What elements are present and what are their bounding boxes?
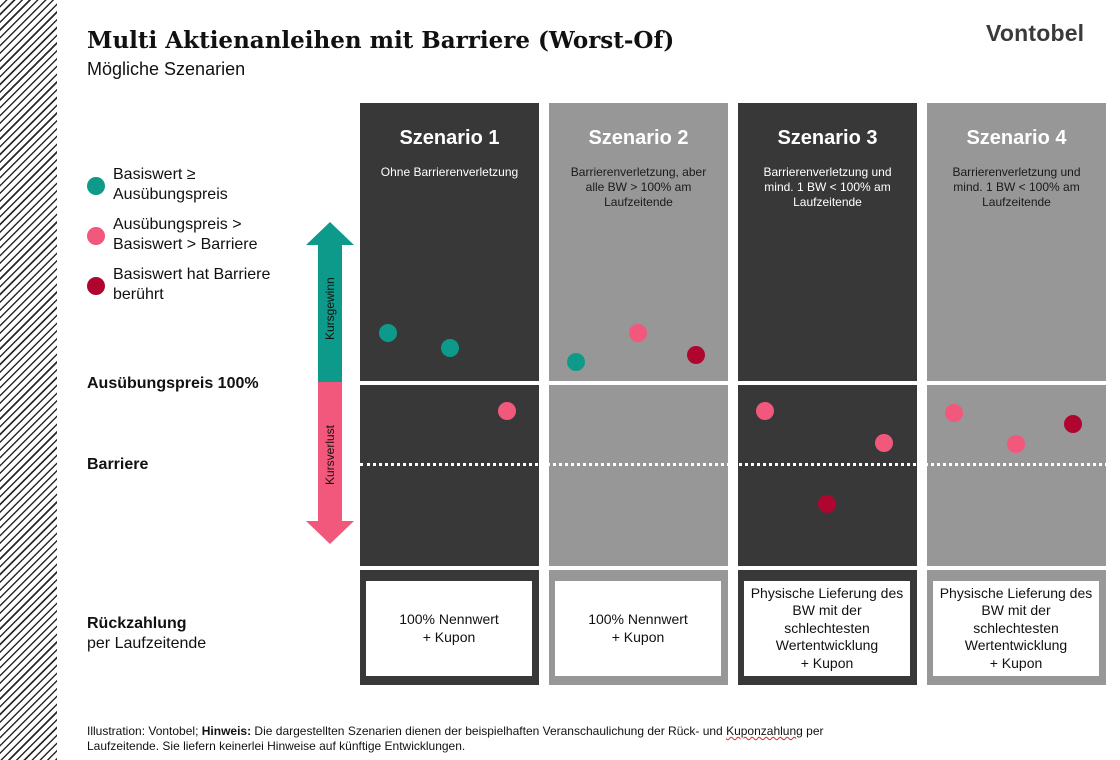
underlying-dot bbox=[875, 434, 893, 452]
legend-label: Basiswert hat Barriere bbox=[113, 266, 271, 283]
legend-label: Ausübungspreis > bbox=[113, 216, 242, 233]
underlying-dot bbox=[1007, 435, 1025, 453]
underlying-dot bbox=[756, 402, 774, 420]
pink-dot-icon bbox=[87, 227, 105, 245]
legend-label: berührt bbox=[113, 286, 164, 303]
double-arrow-icon bbox=[306, 222, 354, 544]
underlying-dot bbox=[498, 402, 516, 420]
legend-item-between: Ausübungspreis > Basiswert > Barriere bbox=[87, 215, 297, 265]
scenario-description: Ohne Barrierenverletzung bbox=[380, 165, 519, 179]
scenario-4-payout: Physische Lieferung des BW mit der schle… bbox=[933, 581, 1099, 676]
underlying-dot bbox=[629, 324, 647, 342]
strike-label: Ausübungspreis 100% bbox=[87, 375, 259, 392]
legend-item-above-strike: Basiswert ≥ Ausübungspreis bbox=[87, 165, 297, 215]
scenario-3-payout: Physische Lieferung des BW mit der schle… bbox=[744, 581, 910, 676]
vontobel-logo: Vontobel bbox=[986, 20, 1085, 46]
loss-label: Kursverlust bbox=[323, 424, 337, 486]
page-subtitle: Mögliche Szenarien bbox=[87, 59, 246, 79]
underlying-dot bbox=[1064, 415, 1082, 433]
underlying-dot bbox=[818, 495, 836, 513]
scenario-title: Szenario 2 bbox=[588, 127, 689, 149]
crimson-dot-icon bbox=[87, 277, 105, 295]
scenario-description: Barrierenverletzung, aber alle BW > 100%… bbox=[570, 165, 707, 209]
scenario-title: Szenario 3 bbox=[777, 127, 878, 149]
teal-dot-icon bbox=[87, 177, 105, 195]
strike-divider-line bbox=[360, 381, 1108, 385]
footnote: Illustration: Vontobel; Hinweis: Die dar… bbox=[87, 724, 824, 753]
scenario-description: Barrierenverletzung und mind. 1 BW < 100… bbox=[952, 165, 1081, 209]
underlying-dot bbox=[945, 404, 963, 422]
barrier-label: Barriere bbox=[87, 456, 149, 473]
redemption-sublabel: per Laufzeitende bbox=[87, 635, 207, 652]
legend: Basiswert ≥ Ausübungspreis Ausübungsprei… bbox=[87, 165, 297, 315]
redemption-divider-line bbox=[360, 566, 1108, 570]
gain-label: Kursgewinn bbox=[323, 277, 337, 340]
legend-label: Basiswert ≥ bbox=[113, 166, 196, 183]
underlying-dot bbox=[567, 353, 585, 371]
legend-label: Basiswert > Barriere bbox=[113, 236, 258, 253]
scenario-title: Szenario 4 bbox=[966, 127, 1067, 149]
redemption-label: Rückzahlung bbox=[87, 615, 187, 632]
underlying-dot bbox=[441, 339, 459, 357]
underlying-dot bbox=[379, 324, 397, 342]
scenario-title: Szenario 1 bbox=[399, 127, 500, 149]
gain-loss-arrow: Kursgewinn Kursverlust bbox=[306, 222, 354, 544]
legend-item-barrier-hit: Basiswert hat Barriere berührt bbox=[87, 265, 297, 315]
scenario-1-payout: 100% Nennwert + Kupon bbox=[366, 581, 532, 676]
page-title: Multi Aktienanleihen mit Barriere (Worst… bbox=[87, 27, 675, 54]
underlying-dot bbox=[687, 346, 705, 364]
scenario-description: Barrierenverletzung und mind. 1 BW < 100… bbox=[763, 165, 892, 209]
legend-label: Ausübungspreis bbox=[113, 186, 228, 203]
scenario-2-payout: 100% Nennwert + Kupon bbox=[555, 581, 721, 676]
hatched-side-border bbox=[0, 0, 57, 760]
barrier-dotted-line bbox=[360, 463, 1108, 466]
